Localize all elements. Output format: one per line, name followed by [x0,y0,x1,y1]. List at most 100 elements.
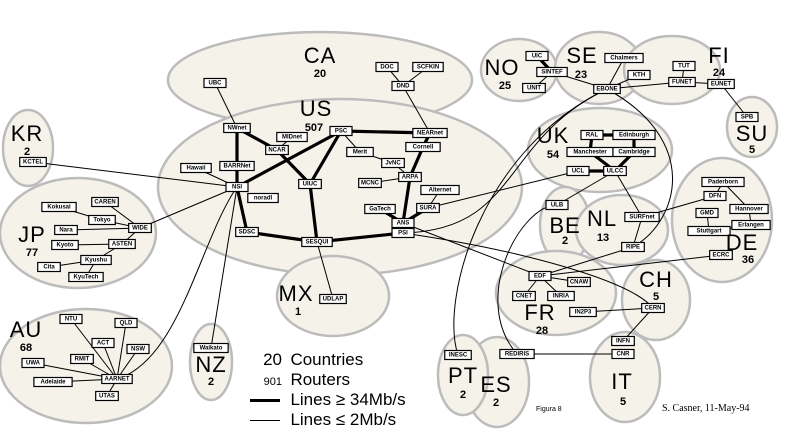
link-ans-edf [402,222,541,277]
router-label: KyuTech [74,275,99,281]
router-label: ECRC [712,253,730,259]
router-node-surfnet[interactable]: SURFnet [624,211,660,223]
router-node-midnet[interactable]: MIDnet [276,131,308,143]
router-box [580,129,604,141]
router-node-ans[interactable]: ANS [391,217,415,229]
router-node-edinburgh[interactable]: Edinburgh [612,129,656,141]
router-node-spb[interactable]: SPB [735,111,759,123]
router-node-cern[interactable]: CERN [641,302,665,314]
router-node-sdsc[interactable]: SDSC [235,226,259,238]
router-node-ecrc[interactable]: ECRC [709,249,733,261]
router-node-kyutech[interactable]: KyuTech [68,271,104,283]
router-node-ulcc[interactable]: ULCC [603,165,627,177]
router-node-paderborn[interactable]: Paderborn [701,176,745,188]
router-node-doc[interactable]: DOC [375,61,399,73]
router-node-jvnc[interactable]: JvNC [381,157,405,169]
router-node-wide[interactable]: WIDE [128,222,152,234]
router-node-rediris[interactable]: REDIRIS [499,348,535,360]
router-node-arpa[interactable]: ARPA [398,171,422,183]
router-node-tut[interactable]: TUT [672,60,696,72]
router-node-sesqui[interactable]: SESQUI [301,236,333,248]
router-node-act[interactable]: ACT [91,337,115,349]
router-node-ebone[interactable]: EBONE [593,83,621,95]
router-node-asten[interactable]: ASTEN [108,238,136,250]
router-node-barrnet[interactable]: BARRNet [219,160,255,172]
router-node-ntu[interactable]: NTU [59,313,83,325]
router-node-eunet[interactable]: EUNET [707,78,735,90]
router-node-utas[interactable]: UTAS [95,390,119,402]
router-label: RIPE [626,245,640,251]
link-nsi-waikato [210,186,238,349]
router-node-nearnet[interactable]: NEARnet [412,127,448,139]
router-node-dfn[interactable]: DFN [703,190,727,202]
router-node-aarnet[interactable]: AARNET [101,373,133,385]
link-nsi-psc [236,129,342,189]
router-node-udlap[interactable]: UDLAP [319,293,347,305]
router-label: ULB [551,203,564,209]
router-node-scfkin[interactable]: SCFKIN [412,61,444,73]
router-node-gatech[interactable]: GaTech [364,203,396,215]
router-node-nwnet[interactable]: NWnet [223,122,251,134]
router-node-erlangen[interactable]: Erlangen [731,219,771,231]
router-node-cambridge[interactable]: Cambridge [612,146,656,158]
router-node-tokyo[interactable]: Tokyo [88,214,116,226]
router-node-ral[interactable]: RAL [580,129,604,141]
router-node-manchester[interactable]: Manchester [566,146,614,158]
router-node-ucl[interactable]: UCL [566,165,590,177]
router-node-dnd[interactable]: DND [391,80,415,92]
router-node-stuttgart[interactable]: Stuttgart [687,225,731,237]
router-box [412,127,448,139]
router-node-cita[interactable]: Cita [37,261,61,273]
router-node-nsi[interactable]: NSI [225,181,249,193]
router-node-kctel[interactable]: KCTEL [19,156,47,168]
router-node-cornell[interactable]: Cornell [405,141,441,153]
router-node-ulb[interactable]: ULB [545,199,569,211]
thin-line-label: Lines ≤ 2Mb/s [290,410,397,429]
router-node-in2p3[interactable]: IN2P3 [569,306,597,318]
router-node-cnaw[interactable]: CNAW [567,276,591,288]
router-node-sura[interactable]: SURA [416,202,440,214]
router-node-psc[interactable]: PSC [329,125,353,137]
router-node-inria[interactable]: INRIA [547,290,575,302]
link-nsi-aarnet [116,186,238,380]
router-node-inesc[interactable]: INESC [444,349,472,361]
router-node-kth[interactable]: KTH [627,69,651,81]
router-node-kokusai[interactable]: Kokusai [41,201,77,213]
router-node-uiuc[interactable]: UIUC [298,178,322,190]
router-node-mcnc[interactable]: MCNC [358,177,382,189]
router-node-caren[interactable]: CAREN [91,196,119,208]
router-node-ncar[interactable]: NCAR [265,144,289,156]
router-node-merit[interactable]: Merit [346,146,374,158]
router-node-kyushu[interactable]: Kyushu [80,254,112,266]
router-node-uic[interactable]: UIC [525,50,549,62]
router-node-uwa[interactable]: UWA [21,357,45,369]
router-node-waikato[interactable]: Waikato [193,342,229,354]
router-node-ubc[interactable]: UBC [203,77,227,89]
router-node-noradl[interactable]: noradl [247,192,279,204]
router-node-cnet[interactable]: CNET [512,290,536,302]
router-node-ripe[interactable]: RIPE [621,241,645,253]
router-node-cnr[interactable]: CNR [611,348,635,360]
router-node-rmit[interactable]: RMIT [70,353,94,365]
router-node-hawaii[interactable]: Hawaii [180,162,212,174]
router-node-hannover[interactable]: Hannover [729,203,769,215]
router-node-edf[interactable]: EDF [528,270,552,282]
router-box [545,199,569,211]
router-node-qld[interactable]: QLD [114,317,138,329]
router-box [536,66,568,78]
router-node-nsw[interactable]: NSW [126,343,150,355]
router-node-adelaide[interactable]: Adelaide [33,376,73,388]
router-node-gmd[interactable]: GMD [695,207,719,219]
router-node-alternet[interactable]: Alternet [420,184,460,196]
router-node-unit[interactable]: UNIT [522,82,546,94]
router-label: INRIA [553,294,570,300]
router-label: UTAS [99,394,115,400]
router-node-nara[interactable]: Nara [54,224,78,236]
router-node-kyoto[interactable]: Kyoto [51,239,79,251]
router-node-funet[interactable]: FUNET [668,76,696,88]
router-node-infn[interactable]: INFN [611,335,635,347]
country-code-mx: MX [279,281,314,306]
router-node-chalmers[interactable]: Chalmers [604,52,644,64]
router-node-sintef[interactable]: SINTEF [536,66,568,78]
router-node-psi[interactable]: PSI [391,227,415,239]
